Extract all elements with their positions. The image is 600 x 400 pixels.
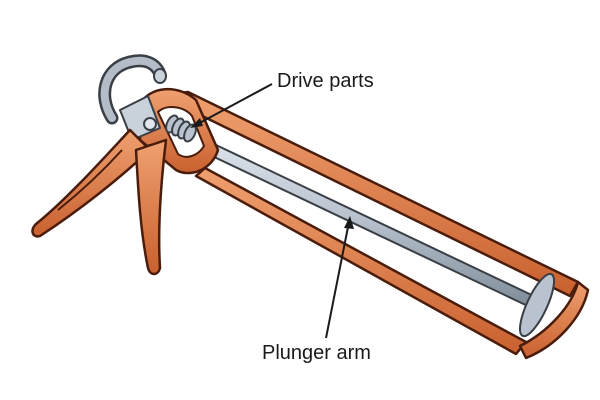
rear-handle (31, 128, 152, 238)
pivot-bolt (143, 117, 157, 131)
drive-parts-leader (193, 83, 273, 127)
hook-tip (153, 68, 167, 84)
frame-end-cap (518, 280, 590, 360)
plunger-arm-arrowhead (344, 216, 354, 229)
trigger[interactable] (134, 138, 168, 276)
plunger-arm-label: Plunger arm (262, 342, 371, 364)
plunger-disc (519, 272, 555, 338)
frame-bottom-rail (194, 166, 528, 356)
drive-spring (165, 114, 197, 143)
plunger-arm-leader (325, 221, 350, 339)
plunger-rod (169, 125, 539, 309)
rear-handle-slot (57, 149, 123, 211)
hanging-hook-inner (100, 56, 164, 122)
drive-parts-arrowhead (190, 118, 203, 128)
drive-parts-label: Drive parts (277, 70, 374, 92)
